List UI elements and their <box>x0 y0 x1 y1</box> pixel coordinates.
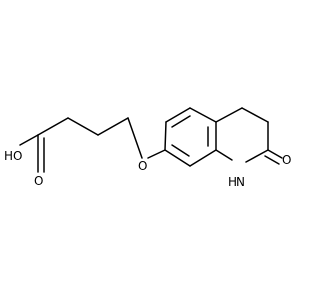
lactam-c-o-double-b <box>264 155 280 165</box>
bond-ho-c <box>19 134 39 146</box>
ring-double-1 <box>171 144 190 157</box>
bond-chain-2 <box>97 117 129 136</box>
acid-carbonyl-oxygen-label: O <box>34 174 43 188</box>
lactam-bond-2 <box>241 107 269 123</box>
ring-bond-1 <box>164 121 167 151</box>
bond-ether-to-ring <box>147 149 166 159</box>
lactam-bond-5 <box>215 149 233 161</box>
bond-chain-1 <box>67 117 99 136</box>
ring-bond-2 <box>165 107 191 123</box>
amide-hydrogen-label: H <box>228 175 237 189</box>
chemical-structure-diagram: HO O O H N O <box>4 107 291 189</box>
ring-bond-5 <box>189 149 217 167</box>
lactam-bond-1 <box>215 107 243 123</box>
bond-acid-chain <box>37 117 69 136</box>
ether-oxygen-label: O <box>138 159 147 173</box>
bond-chain-to-ether <box>127 117 143 159</box>
lactam-bond-4 <box>245 149 269 163</box>
ring-double-2 <box>171 115 191 128</box>
amide-nitrogen-label: N <box>236 175 245 189</box>
lactam-oxygen-label: O <box>282 153 291 167</box>
ring-bond-6 <box>164 149 191 167</box>
hydroxyl-label: HO <box>4 149 22 163</box>
ring-bond-3 <box>189 107 217 123</box>
lactam-c-o-double-a <box>267 149 283 159</box>
